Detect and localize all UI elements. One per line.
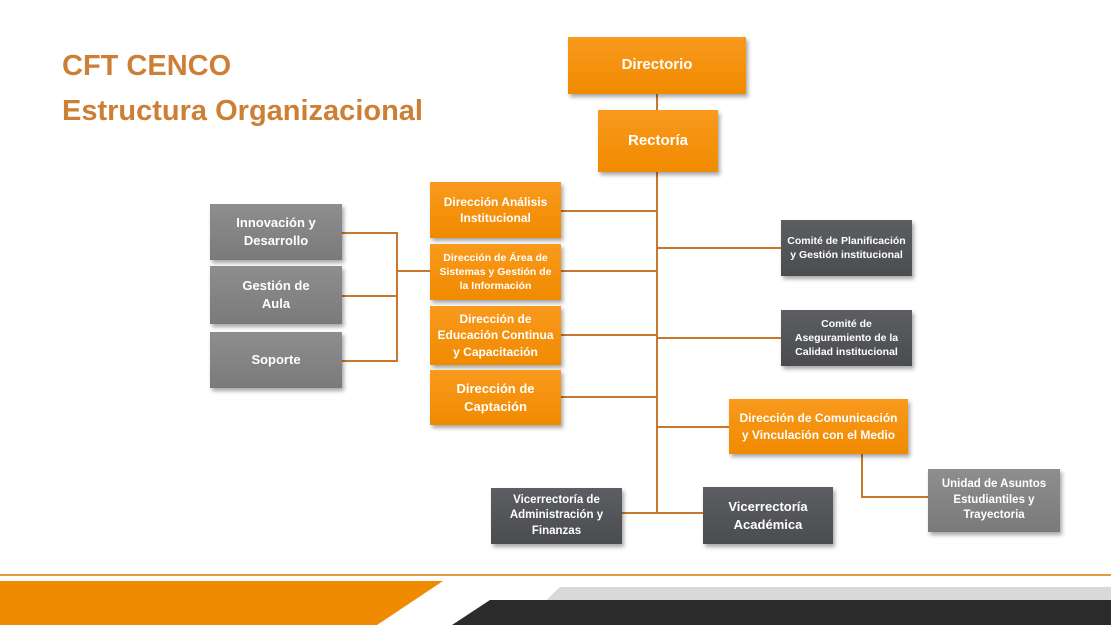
node-dir-captacion: Dirección de Captación: [430, 370, 561, 425]
connector: [561, 396, 657, 398]
connector: [561, 334, 657, 336]
node-comite-planificacion: Comité de Planificación y Gestión instit…: [781, 220, 912, 276]
connector: [657, 247, 781, 249]
footer-orange-band: [0, 581, 443, 625]
connector: [861, 454, 863, 498]
node-soporte: Soporte: [210, 332, 342, 388]
node-vice-academica: Vicerrectoría Académica: [703, 487, 833, 544]
connector: [657, 426, 729, 428]
bracket-connector: [396, 232, 398, 362]
connector: [561, 270, 657, 272]
connector: [397, 270, 430, 272]
connector: [342, 295, 398, 297]
node-innovacion: Innovación y Desarrollo: [210, 204, 342, 260]
footer-dark-band: [452, 600, 1111, 625]
connector: [861, 496, 928, 498]
node-unidad-asuntos: Unidad de Asuntos Estudiantiles y Trayec…: [928, 469, 1060, 532]
connector: [342, 360, 398, 362]
node-rectoria: Rectoría: [598, 110, 718, 172]
main-connector: [656, 94, 658, 514]
node-dir-sistemas: Dirección de Área de Sistemas y Gestión …: [430, 244, 561, 300]
connector: [342, 232, 398, 234]
chart-title: Estructura Organizacional: [62, 95, 423, 127]
node-dir-analisis: Dirección Análisis Institucional: [430, 182, 561, 238]
node-vice-administracion: Vicerrectoría de Administración y Finanz…: [491, 488, 622, 544]
node-dir-educacion: Dirección de Educación Continua y Capaci…: [430, 306, 561, 365]
institution-title: CFT CENCO: [62, 50, 232, 82]
node-gestion-aula: Gestión de Aula: [210, 266, 342, 324]
connector: [561, 210, 657, 212]
footer-rule: [0, 574, 1111, 576]
footer-decoration: [0, 574, 1111, 625]
connector: [657, 337, 781, 339]
connector: [622, 512, 703, 514]
node-dir-comunicacion: Dirección de Comunicación y Vinculación …: [729, 399, 908, 454]
node-directorio: Directorio: [568, 37, 746, 94]
node-comite-aseguramiento: Comité de Aseguramiento de la Calidad in…: [781, 310, 912, 366]
